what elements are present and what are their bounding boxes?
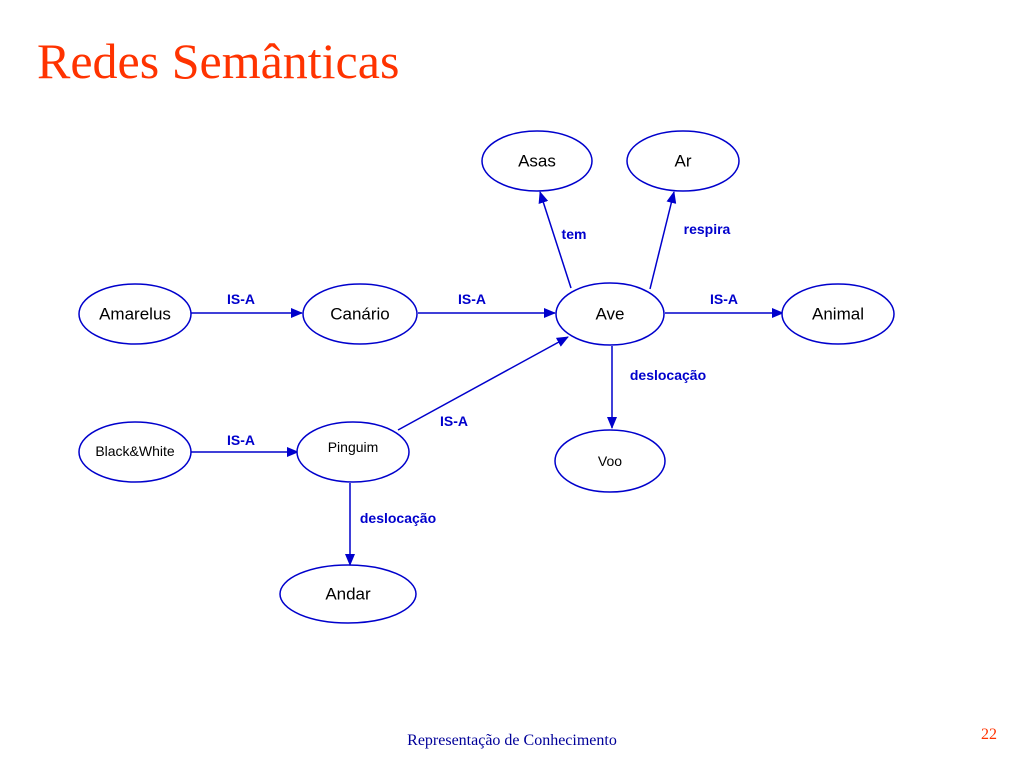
node-label-animal: Animal (812, 305, 864, 324)
node-label-voo: Voo (598, 453, 622, 469)
slide-footer: Representação de Conhecimento (407, 732, 617, 749)
edge-label-canario-ave: IS-A (458, 291, 486, 307)
node-label-amarelus: Amarelus (99, 305, 171, 324)
node-black-white (78, 421, 192, 483)
node-asas (481, 130, 593, 192)
edge-pinguim-ave (397, 336, 569, 431)
node-animal (781, 283, 895, 345)
node-label-pinguim: Pinguim (328, 439, 379, 455)
node-label-ave: Ave (596, 305, 625, 324)
edge-label-pinguim-ave: IS-A (440, 413, 468, 429)
node-canario (302, 283, 418, 345)
edge-label-ave-ar: respira (684, 221, 731, 237)
node-label-black-white: Black&White (95, 443, 175, 459)
edge-ave-ar (649, 191, 677, 290)
node-andar (279, 564, 417, 624)
edge-label-ave-voo: deslocação (630, 367, 706, 383)
edge-label-black-white-pinguim: IS-A (227, 432, 255, 448)
node-label-andar: Andar (325, 585, 371, 604)
node-voo (554, 429, 666, 493)
node-label-canario: Canário (330, 305, 390, 324)
node-label-ar: Ar (675, 152, 692, 171)
edge-label-ave-animal: IS-A (710, 291, 738, 307)
node-amarelus (78, 283, 192, 345)
edge-label-ave-asas: tem (562, 226, 587, 242)
slide-title: Redes Semânticas (37, 33, 400, 89)
node-ar (626, 130, 740, 192)
page-number: 22 (981, 726, 997, 743)
node-label-asas: Asas (518, 152, 556, 171)
edge-label-amarelus-canario: IS-A (227, 291, 255, 307)
node-pinguim (296, 421, 410, 483)
edge-label-pinguim-andar: deslocação (360, 510, 436, 526)
edge-ave-asas (538, 191, 572, 289)
node-ave (555, 282, 665, 346)
